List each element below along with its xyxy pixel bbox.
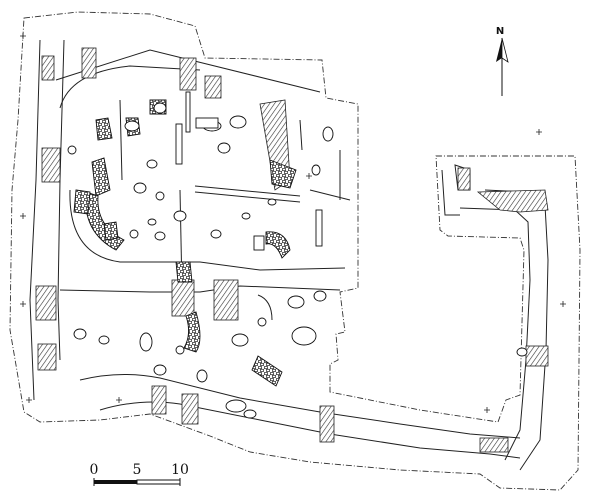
survey-markers	[20, 33, 566, 413]
scale-label-0: 0	[90, 462, 99, 478]
corridor-walls	[29, 39, 549, 471]
north-label: N	[496, 26, 504, 37]
scale-bar-segment-light	[136, 479, 181, 485]
north-arrow: N	[496, 26, 509, 96]
wall-fragments	[35, 47, 549, 453]
pits	[67, 91, 528, 419]
site-boundary	[9, 11, 581, 491]
scale-label-5: 5	[133, 462, 142, 478]
north-arrow-head-icon	[496, 38, 502, 62]
scale-label-10: 10	[171, 462, 189, 478]
scale-bar-segment-dark	[94, 480, 137, 484]
scale-bar: 0 5 10	[90, 462, 189, 486]
